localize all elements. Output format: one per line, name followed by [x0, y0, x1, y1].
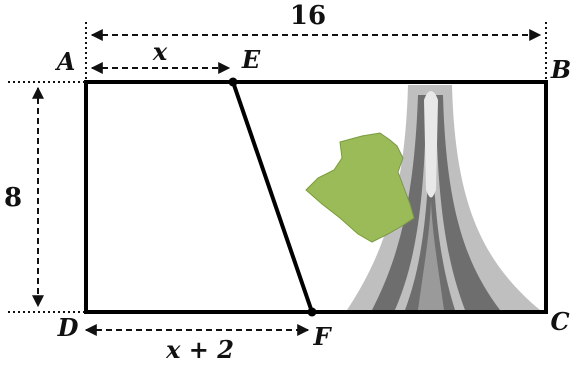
- label-top-width: 16: [290, 1, 326, 31]
- point-e: [228, 77, 238, 87]
- label-ae-length: x: [152, 37, 168, 66]
- label-point-e: E: [241, 45, 261, 74]
- label-point-d: D: [57, 313, 79, 342]
- label-df-length: x + 2: [165, 335, 234, 364]
- point-f: [307, 307, 317, 317]
- label-point-b: B: [550, 55, 571, 84]
- algeria-map-icon: [305, 132, 415, 243]
- label-point-c: C: [550, 307, 569, 336]
- label-point-a: A: [55, 47, 76, 76]
- label-left-height: 8: [4, 183, 22, 213]
- segment-ef: [231, 81, 314, 313]
- monument-icon: [347, 85, 540, 310]
- label-point-f: F: [312, 322, 332, 351]
